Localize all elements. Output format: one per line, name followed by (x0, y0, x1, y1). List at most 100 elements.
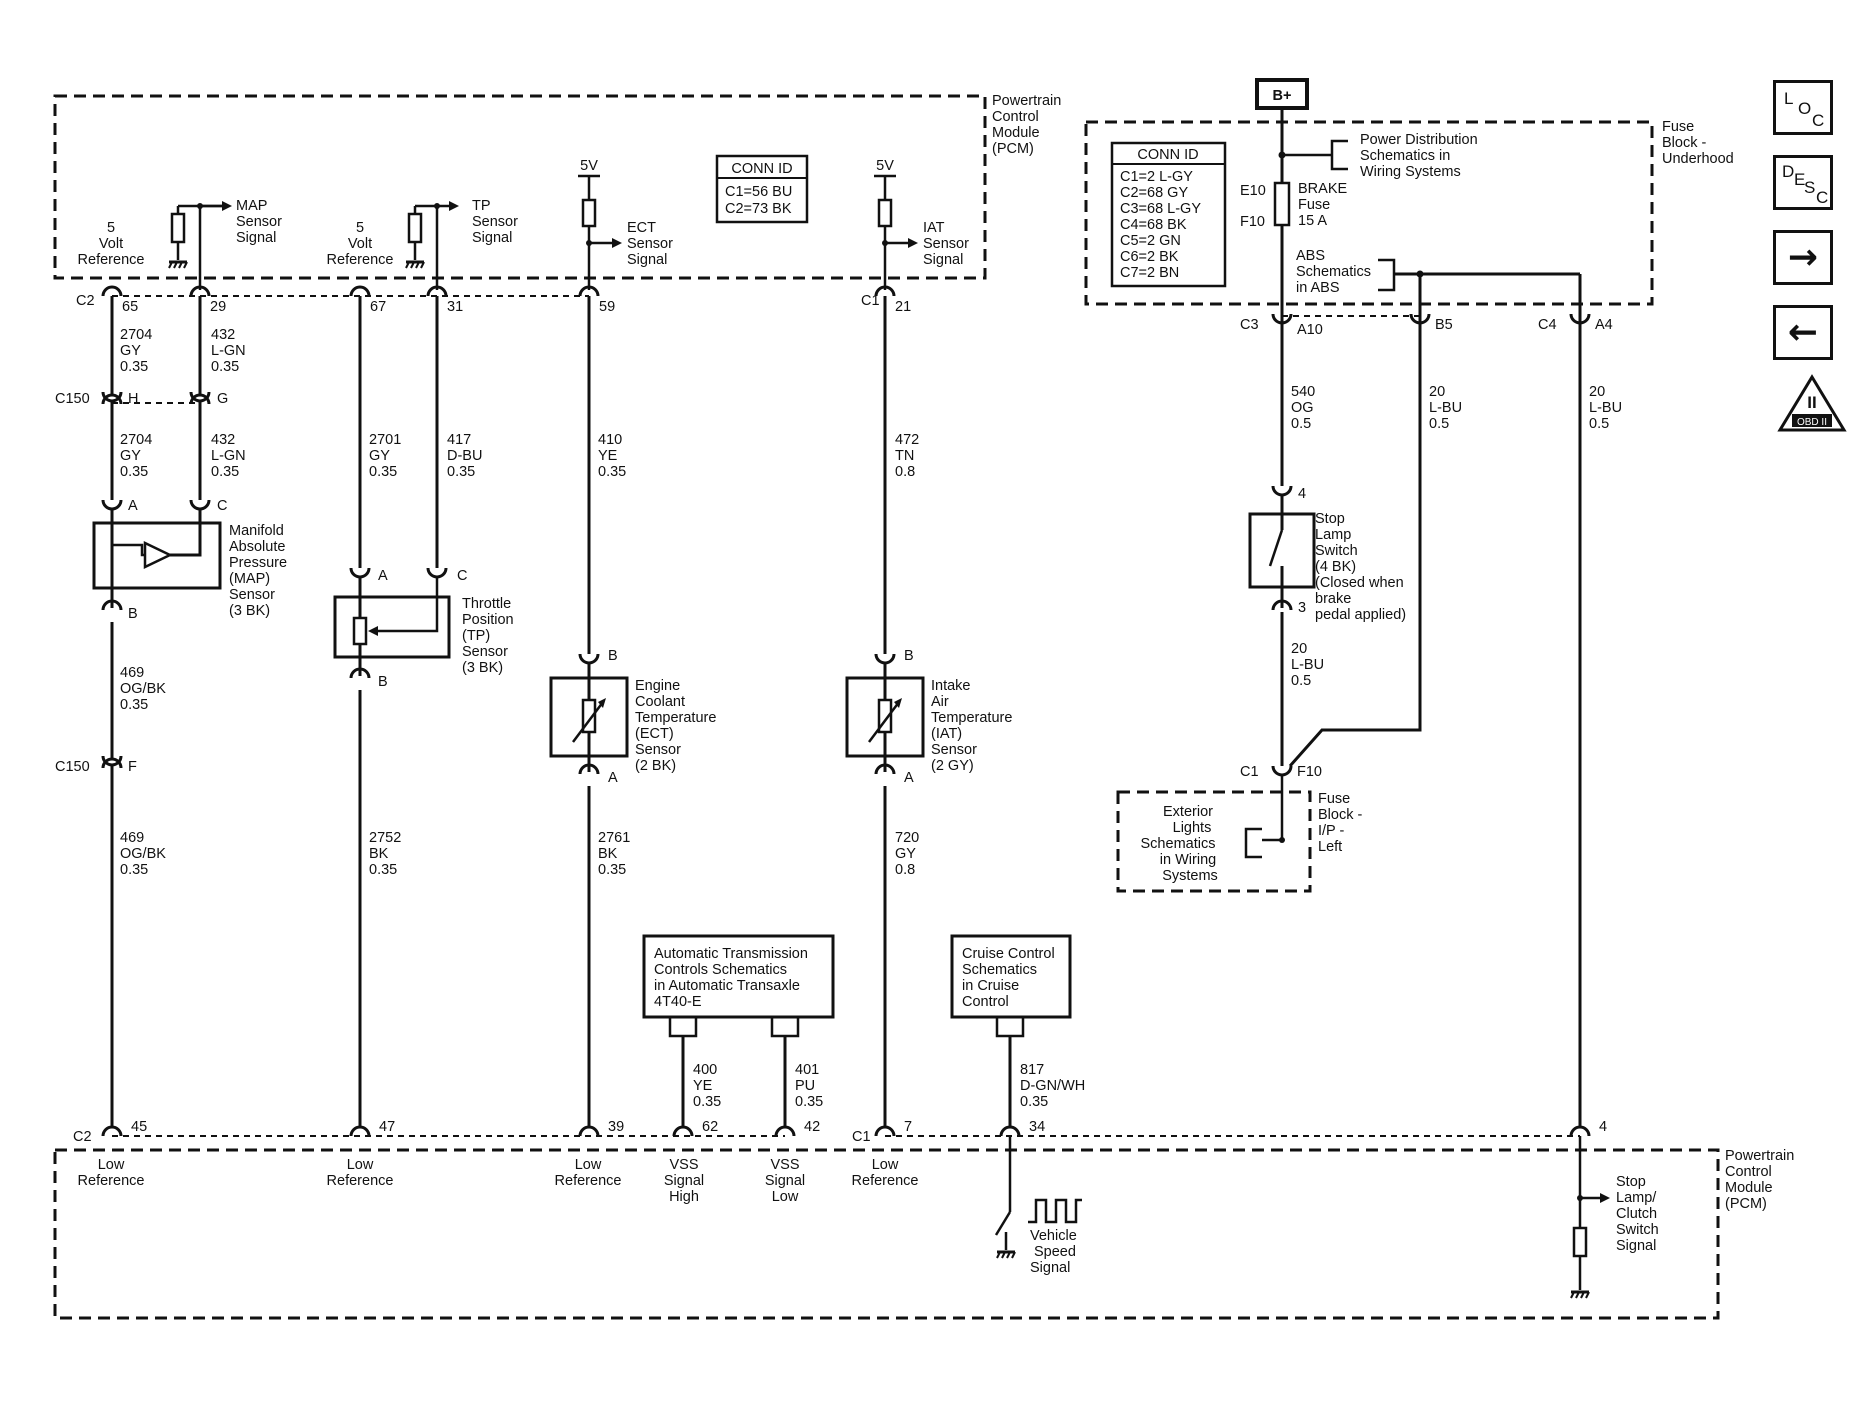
svg-text:B+: B+ (1273, 88, 1292, 104)
ect-sensor (549, 662, 629, 772)
svg-text:Sensor: Sensor (627, 236, 673, 252)
svg-text:C6=2 BK: C6=2 BK (1120, 249, 1179, 265)
wire-label-2761: 2761 BK 0.35 (598, 830, 630, 878)
cruise-schematics-box: Cruise Control Schematics in Cruise Cont… (950, 934, 1072, 1038)
svg-text:0.35: 0.35 (211, 359, 239, 375)
svg-text:Volt: Volt (348, 236, 372, 252)
vss-high-label: VSS Signal High (664, 1157, 704, 1205)
svg-text:Reference: Reference (555, 1173, 622, 1189)
desc-s: S (1804, 178, 1816, 197)
svg-text:GY: GY (120, 343, 141, 359)
svg-text:(TP): (TP) (462, 628, 490, 644)
stop-lamp-signal-label: Stop Lamp/ Clutch Switch Signal (1616, 1174, 1659, 1254)
svg-text:MAP: MAP (236, 198, 267, 214)
stop-switch-pin-3: 3 (1298, 600, 1306, 616)
next-page-button[interactable]: → (1773, 230, 1833, 285)
svg-text:PU: PU (795, 1078, 815, 1094)
bottom-pin-terminals (101, 1125, 1591, 1138)
map-pin-b: B (128, 606, 138, 622)
svg-text:VSS: VSS (669, 1157, 698, 1173)
svg-text:Systems: Systems (1162, 868, 1218, 884)
stop-switch-pin-4: 4 (1298, 486, 1306, 502)
tp-pin-c: C (457, 568, 467, 584)
svg-text:GY: GY (369, 448, 390, 464)
svg-text:GY: GY (120, 448, 141, 464)
map-pin-c: C (217, 498, 227, 514)
pcm-bottom-box (53, 1148, 1720, 1320)
svg-text:817: 817 (1020, 1062, 1044, 1078)
svg-text:Sensor: Sensor (923, 236, 969, 252)
prev-page-button[interactable]: ← (1773, 305, 1833, 360)
svg-text:Block -: Block - (1318, 807, 1362, 823)
svg-text:TP: TP (472, 198, 491, 214)
pin-a10: A10 (1297, 322, 1323, 338)
svg-text:0.35: 0.35 (369, 862, 397, 878)
svg-text:0.35: 0.35 (120, 697, 148, 713)
svg-text:45: 45 (131, 1119, 147, 1135)
wire-label-469-top: 469 OG/BK 0.35 (120, 665, 166, 713)
svg-text:(PCM): (PCM) (992, 141, 1034, 157)
svg-text:Control: Control (962, 994, 1009, 1010)
svg-text:C1=2 L-GY: C1=2 L-GY (1120, 169, 1193, 185)
svg-text:Clutch: Clutch (1616, 1206, 1657, 1222)
loc-button[interactable]: L O C (1773, 80, 1833, 135)
fuse-block-underhood-box (1084, 120, 1654, 306)
svg-text:pedal applied): pedal applied) (1315, 607, 1406, 623)
svg-text:410: 410 (598, 432, 622, 448)
svg-text:59: 59 (599, 299, 615, 315)
map-sensor-label: Manifold Absolute Pressure (MAP) Sensor … (229, 523, 287, 619)
svg-text:0.35: 0.35 (211, 464, 239, 480)
map-pin-a: A (128, 498, 138, 514)
svg-text:Lamp/: Lamp/ (1616, 1190, 1657, 1206)
vehicle-speed-label: Vehicle Speed Signal (1030, 1228, 1077, 1276)
iat-sensor-label: Intake Air Temperature (IAT) Sensor (2 G… (931, 678, 1012, 774)
svg-text:Wiring Systems: Wiring Systems (1360, 164, 1461, 180)
svg-text:Control: Control (992, 109, 1039, 125)
c4-label: C4 (1538, 317, 1557, 333)
ect-sensor-label: Engine Coolant Temperature (ECT) Sensor … (635, 678, 716, 774)
wire-label-540: 540 OG 0.5 (1291, 384, 1315, 432)
svg-text:0.35: 0.35 (598, 862, 626, 878)
tp-pin-a: A (378, 568, 388, 584)
svg-text:469: 469 (120, 665, 144, 681)
svg-text:4: 4 (1599, 1119, 1607, 1135)
svg-text:Sensor: Sensor (229, 587, 275, 603)
svg-text:Stop: Stop (1315, 511, 1345, 527)
svg-text:Reference: Reference (327, 1173, 394, 1189)
svg-text:in Automatic Transaxle: in Automatic Transaxle (654, 978, 800, 994)
svg-text:31: 31 (447, 299, 463, 315)
desc-button[interactable]: D E S C (1773, 155, 1833, 210)
wire-label-2752: 2752 BK 0.35 (369, 830, 401, 878)
svg-text:OG/BK: OG/BK (120, 846, 166, 862)
svg-text:L-BU: L-BU (1429, 400, 1462, 416)
svg-text:0.5: 0.5 (1589, 416, 1609, 432)
c1-top-label: C1 (861, 293, 880, 309)
svg-text:Reference: Reference (78, 1173, 145, 1189)
fuse-block-ip-label: Fuse Block - I/P - Left (1318, 791, 1362, 855)
wire-label-410: 410 YE 0.35 (598, 432, 626, 480)
svg-text:C5=2 GN: C5=2 GN (1120, 233, 1181, 249)
svg-text:Position: Position (462, 612, 514, 628)
svg-text:417: 417 (447, 432, 471, 448)
low-ref-labels: Low Reference Low Reference Low Referenc… (78, 1157, 919, 1189)
svg-text:L-BU: L-BU (1291, 657, 1324, 673)
wire-label-432-bottom: 432 L-GN 0.35 (211, 432, 246, 480)
wire-label-2704-bottom: 2704 GY 0.35 (120, 432, 152, 480)
svg-text:2704: 2704 (120, 432, 152, 448)
svg-text:Sensor: Sensor (635, 742, 681, 758)
wire-label-20-a4: 20 L-BU 0.5 (1589, 384, 1622, 432)
wire-label-417: 417 D-BU 0.35 (447, 432, 482, 480)
svg-text:YE: YE (693, 1078, 713, 1094)
svg-text:Coolant: Coolant (635, 694, 685, 710)
svg-text:Lights: Lights (1173, 820, 1212, 836)
c150-pin-g: G (217, 391, 228, 407)
svg-text:C1=56 BU: C1=56 BU (725, 184, 792, 200)
c150-pin-h: H (128, 391, 138, 407)
ect-5v-label: 5V (580, 158, 598, 174)
svg-text:65: 65 (122, 299, 138, 315)
wire-label-469-bottom: 469 OG/BK 0.35 (120, 830, 166, 878)
svg-text:0.35: 0.35 (120, 862, 148, 878)
svg-text:Underhood: Underhood (1662, 151, 1734, 167)
e10-label: E10 (1240, 183, 1266, 199)
svg-text:7: 7 (904, 1119, 912, 1135)
